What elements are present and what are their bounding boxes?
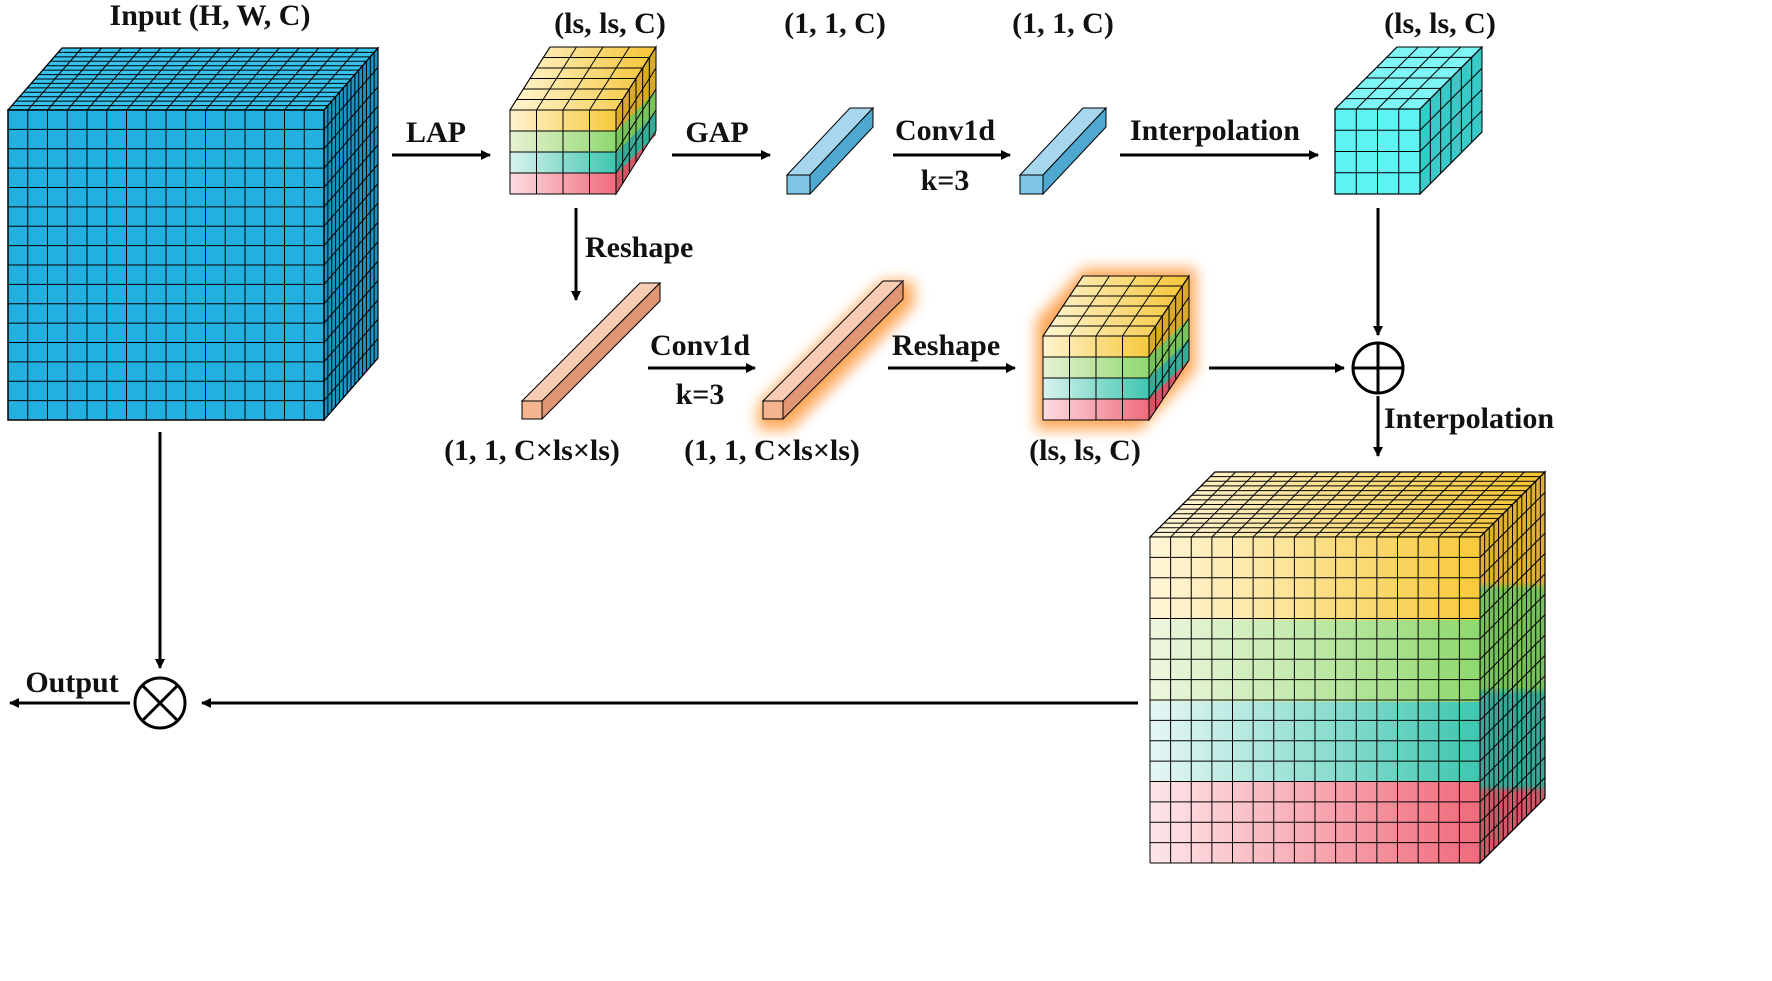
reshaped-vector-bar — [520, 281, 662, 421]
reshape-dims-label: (ls, ls, C) — [1029, 434, 1141, 467]
lap-label: LAP — [406, 116, 466, 149]
reshaped-cube — [1036, 268, 1196, 430]
bar2-dims-label: (1, 1, C×ls×ls) — [684, 434, 860, 467]
gap-label: GAP — [685, 116, 748, 149]
conv1d-vector-bar — [1018, 106, 1108, 196]
input-feature-cube — [6, 46, 380, 422]
interpolation-right-label: Interpolation — [1384, 402, 1554, 435]
conv1d-mid-label: Conv1d — [650, 329, 750, 362]
conv1d-top-label: Conv1d — [895, 114, 995, 147]
input-label: Input (H, W, C) — [110, 0, 311, 32]
add-operator — [1351, 341, 1405, 395]
multiply-operator — [133, 676, 187, 730]
reshape-left-label: Reshape — [585, 231, 693, 264]
output-label: Output — [25, 666, 118, 699]
reshape-mid-label: Reshape — [892, 329, 1000, 362]
lap-dims-label: (ls, ls, C) — [554, 7, 666, 40]
conv1d-output-bar — [758, 279, 914, 430]
k-top-label: k=3 — [921, 164, 970, 197]
interpolation-top-label: Interpolation — [1130, 114, 1300, 147]
conv-top-dims-label: (1, 1, C) — [1012, 7, 1114, 40]
gap-dims-label: (1, 1, C) — [784, 7, 886, 40]
interpolated-cube — [1333, 45, 1484, 196]
lap-pooled-cube — [509, 45, 657, 196]
arrows — [9, 150, 1383, 708]
interp-dims-label: (ls, ls, C) — [1384, 7, 1496, 40]
k-mid-label: k=3 — [676, 378, 725, 411]
bar1-dims-label: (1, 1, C×ls×ls) — [444, 434, 620, 467]
interpolated-attention-cube — [1148, 470, 1547, 865]
gap-vector-bar — [785, 106, 875, 196]
